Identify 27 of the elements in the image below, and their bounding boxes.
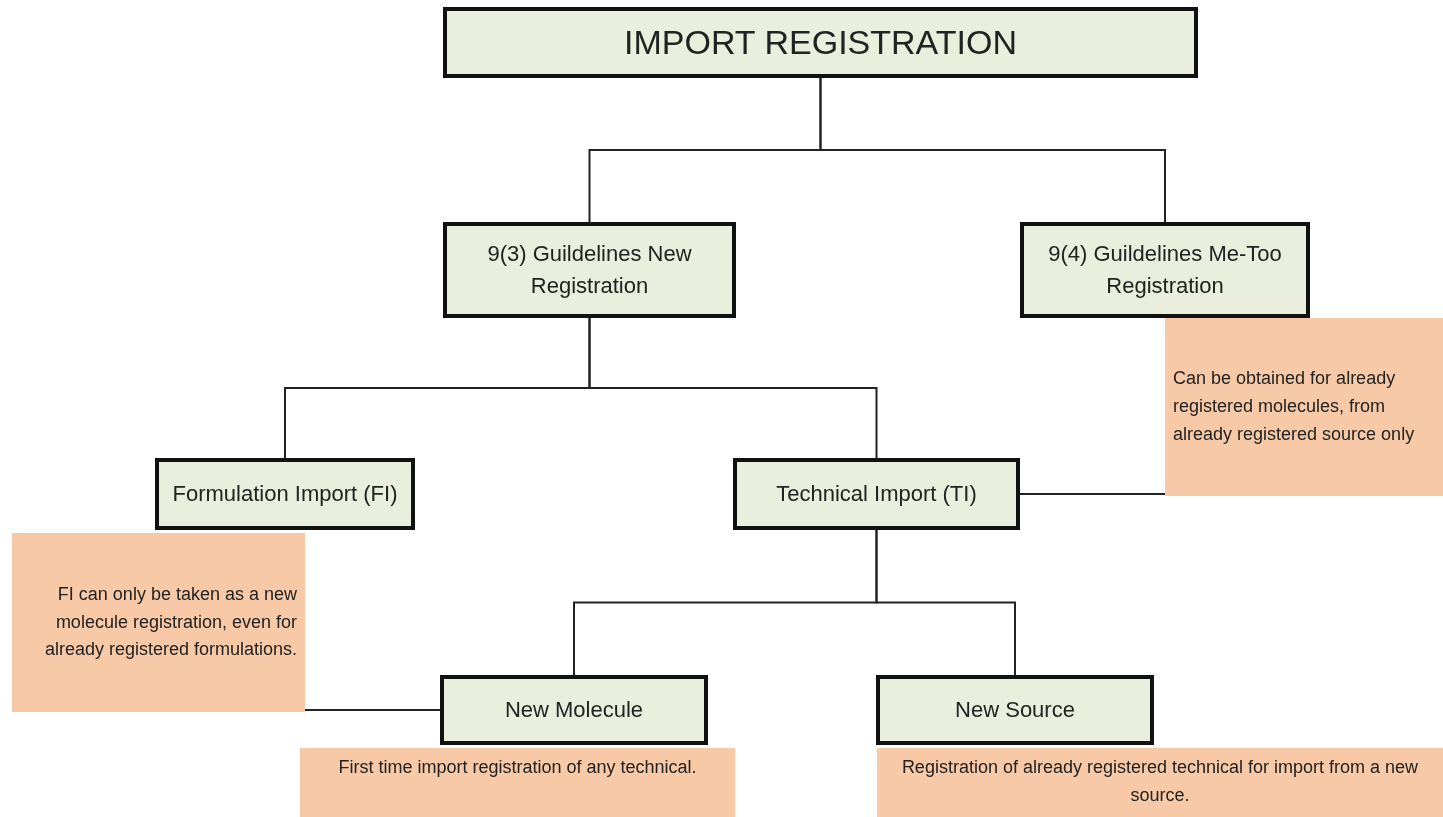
box-label: 9(3) Guildelines New Registration [486, 240, 693, 300]
process-box [733, 458, 1020, 530]
box-label: Technical Import (TI) [776, 480, 977, 509]
note-text: Registration of already registered technical for import from a new source. [900, 756, 1420, 807]
box-label: New Source [955, 696, 1075, 725]
process-box [155, 458, 415, 530]
box-label: IMPORT REGISTRATION [624, 21, 1017, 63]
connector-line [875, 529, 1016, 676]
box-label: New Molecule [504, 696, 644, 725]
note-text: First time import registration of any technical. [337, 756, 698, 779]
process-box [876, 675, 1154, 745]
note-text: FI can only be taken as a new molecule registration, even for already registered formulations. [43, 582, 297, 662]
process-box [1020, 222, 1310, 318]
box-label: 9(4) Guildelines Me-Too Registration [1047, 240, 1283, 300]
connector-line [304, 709, 441, 711]
connector-line [1019, 493, 1166, 495]
connector-line [819, 77, 1166, 223]
note-box [1165, 318, 1443, 496]
note-box [300, 748, 735, 817]
process-box [440, 675, 708, 745]
note-text: Can be obtained for already registered molecules, from already registered source only [1173, 367, 1416, 446]
connector-line [588, 317, 878, 459]
note-box [877, 748, 1443, 817]
process-box [443, 222, 736, 318]
box-label: Formulation Import (FI) [172, 480, 398, 509]
title-box [443, 7, 1198, 78]
note-box [12, 533, 305, 712]
